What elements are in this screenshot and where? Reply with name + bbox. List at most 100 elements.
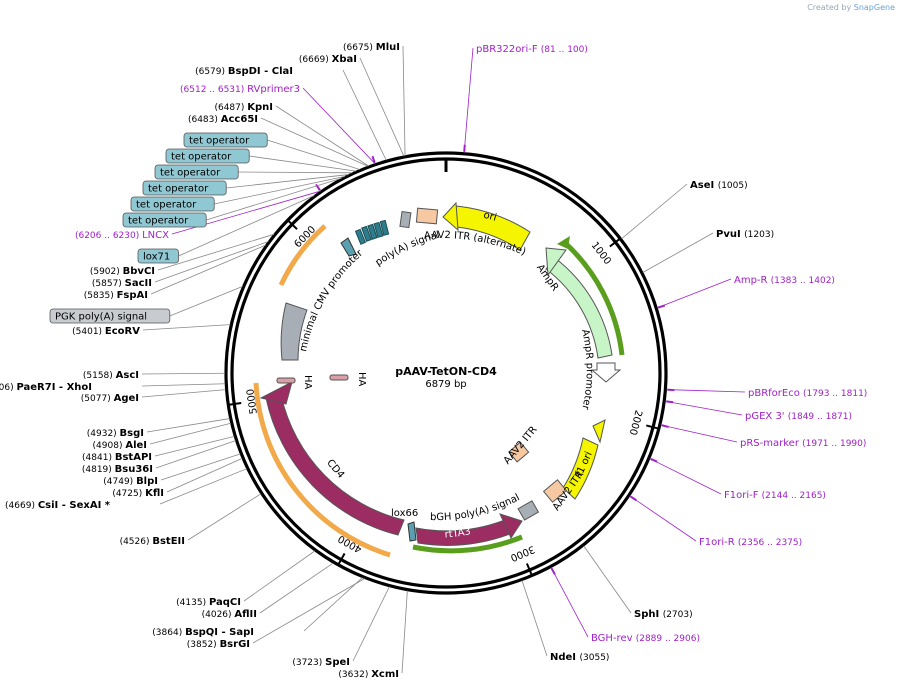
enzyme-position: (4841) xyxy=(82,453,115,463)
primer-bgh-rev-leader xyxy=(550,567,589,638)
enzyme-site-bspqi[interactable]: (3864) BspQI - SapI xyxy=(152,627,254,638)
enzyme-xbai-leader xyxy=(359,57,405,157)
enzyme-site-csii[interactable]: (4669) CsiI - SexAI * xyxy=(5,500,111,511)
boxed-label-tet-operator-4[interactable] xyxy=(142,180,227,196)
enzyme-site-bsteii[interactable]: (4526) BstEII xyxy=(120,536,185,547)
enzyme-site-asci[interactable]: (5158) AscI xyxy=(83,370,139,381)
orf-arrow-top-right-head xyxy=(557,236,570,249)
primer-pbr322ori-f[interactable]: pBR322ori-F (81 .. 100) xyxy=(476,44,588,55)
primer-f1ori-r[interactable]: F1ori-R (2356 .. 2375) xyxy=(699,537,802,548)
boxed-label-tet-operator-1[interactable] xyxy=(183,132,268,148)
primer-name: Amp-R xyxy=(734,275,771,286)
enzyme-name: AflII xyxy=(234,609,257,620)
primer-pgex3[interactable]: pGEX 3' (1849 .. 1871) xyxy=(745,411,852,422)
enzyme-site-kfli[interactable]: (4725) KflI xyxy=(112,488,164,499)
enzyme-site-asei[interactable]: AseI (1005) xyxy=(690,180,748,191)
primer-range: (6512 .. 6531) xyxy=(180,85,247,95)
primer-rvprimer3[interactable]: (6512 .. 6531) RVprimer3 xyxy=(180,84,300,95)
ori-feature xyxy=(455,205,531,251)
primer-pbrforeco[interactable]: pBRforEco (1793 .. 1811) xyxy=(748,388,867,399)
enzyme-kfli-leader xyxy=(166,458,243,493)
enzyme-site-mlui[interactable]: (6675) MluI xyxy=(343,42,400,53)
enzyme-site-sacii[interactable]: (5857) SacII xyxy=(92,278,152,289)
enzyme-site-acc65i[interactable]: (6483) Acc65I xyxy=(188,114,258,125)
primer-amp-r[interactable]: Amp-R (1383 .. 1402) xyxy=(734,275,835,286)
enzyme-site-bsgi[interactable]: (4932) BsgI xyxy=(87,428,144,439)
primer-name: BGH-rev xyxy=(591,633,636,644)
enzyme-agei-leader xyxy=(141,389,226,398)
primer-range: (2356 .. 2375) xyxy=(738,538,802,548)
primer-prs-marker[interactable]: pRS-marker (1971 .. 1990) xyxy=(740,438,866,449)
enzyme-name: AgeI xyxy=(114,393,139,404)
f1-ori-feature xyxy=(562,437,599,500)
enzyme-site-kpni[interactable]: (6487) KpnI xyxy=(214,102,273,113)
enzyme-site-ndei[interactable]: NdeI (3055) xyxy=(550,652,609,663)
enzyme-site-paqci[interactable]: (4135) PaqCI xyxy=(176,597,241,608)
primer-amp-r-leader xyxy=(657,278,732,309)
primer-f1ori-f[interactable]: F1ori-F (2144 .. 2165) xyxy=(724,490,826,501)
enzyme-site-ecorv[interactable]: (5401) EcoRV xyxy=(72,326,140,337)
enzyme-site-pvui[interactable]: PvuI (1203) xyxy=(716,229,774,240)
enzyme-name: BstEII xyxy=(152,536,185,547)
enzyme-name: BsgI xyxy=(120,428,144,439)
primer-lncx[interactable]: (6206 .. 6230) LNCX xyxy=(75,230,169,241)
enzyme-site-xbai[interactable]: (6669) XbaI xyxy=(299,54,357,65)
primer-range: (2144 .. 2165) xyxy=(762,491,826,501)
boxed-label-tet-operator-3[interactable] xyxy=(154,164,239,180)
enzyme-ndei-leader xyxy=(521,580,548,657)
lox71-feature xyxy=(340,237,357,257)
enzyme-site-fspai[interactable]: (5835) FspAI xyxy=(84,290,148,301)
boxed-label-tet-operator-6[interactable] xyxy=(122,212,207,228)
boxed-label-tet-operator-2[interactable] xyxy=(165,148,250,164)
enzyme-position: (5158) xyxy=(83,371,116,381)
enzyme-site-bbvci[interactable]: (5902) BbvCI xyxy=(90,266,155,277)
enzyme-position: (5835) xyxy=(84,291,117,301)
enzyme-position: (4135) xyxy=(176,598,209,608)
enzyme-bsrgi-leader xyxy=(252,578,365,644)
primer-range: (6206 .. 6230) xyxy=(75,231,142,241)
enzyme-asci-leader xyxy=(141,372,226,375)
enzyme-paer7i-leader xyxy=(141,383,226,387)
enzyme-site-spei[interactable]: (3723) SpeI xyxy=(292,657,350,668)
enzyme-name: BbvCI xyxy=(123,266,155,277)
tet-operator-cluster xyxy=(354,219,390,245)
enzyme-name: XcmI xyxy=(371,669,399,680)
enzyme-site-paer7i[interactable]: (5106) PaeR7I - XhoI xyxy=(0,382,92,393)
rtta3-label: rtTA3 xyxy=(444,526,472,540)
enzyme-site-bsu36i[interactable]: (4819) Bsu36I xyxy=(82,464,153,475)
enzyme-name: Bsu36I xyxy=(115,464,153,475)
boxed-label-text: PGK poly(A) signal xyxy=(55,312,147,323)
enzyme-position: (6669) xyxy=(299,55,332,65)
enzyme-site-blpi[interactable]: (4749) BlpI xyxy=(103,476,158,487)
boxed-label-pgk-polya[interactable] xyxy=(49,308,171,324)
aav2-itr-right-feature xyxy=(542,479,568,503)
ha-left-label: HA xyxy=(302,375,313,390)
enzyme-position: (4526) xyxy=(120,537,153,547)
enzyme-sphi-leader xyxy=(583,545,632,614)
tick-mark xyxy=(227,402,242,407)
enzyme-site-bsrgi[interactable]: (3852) BsrGI xyxy=(187,639,250,650)
enzyme-site-bspdi[interactable]: (6579) BspDI - ClaI xyxy=(195,66,293,77)
boxed-label-tet-operator-5[interactable] xyxy=(130,196,215,212)
plasmid-name: pAAV-TetON-CD4 xyxy=(395,365,497,378)
enzyme-site-alei[interactable]: (4908) AleI xyxy=(93,440,147,451)
enzyme-position: (5077) xyxy=(81,394,114,404)
cd4-arrowhead xyxy=(259,381,293,405)
enzyme-site-xcmi[interactable]: (3632) XcmI xyxy=(338,669,399,680)
orf-arrow-top-left xyxy=(278,224,327,287)
minimal-cmv-label: minimal CMV promoter xyxy=(298,247,366,352)
backbone xyxy=(224,151,668,595)
primer-name: F1ori-R xyxy=(699,537,738,548)
boxed-label-lox71[interactable] xyxy=(137,248,179,264)
enzyme-site-agei[interactable]: (5077) AgeI xyxy=(81,393,139,404)
enzyme-site-bstapi[interactable]: (4841) BstAPI xyxy=(82,452,152,463)
box-pgk-polya-leader xyxy=(169,286,243,317)
enzyme-spei-leader xyxy=(352,586,390,662)
enzyme-site-sphi[interactable]: SphI (2703) xyxy=(634,609,693,620)
primer-name: pBR322ori-F xyxy=(476,44,541,55)
aav2-itr-mid-label: AAV2 ITR xyxy=(502,424,540,466)
primer-bgh-rev[interactable]: BGH-rev (2889 .. 2906) xyxy=(591,633,700,644)
enzyme-position: (4932) xyxy=(87,429,120,439)
enzyme-position: (4026) xyxy=(202,610,235,620)
enzyme-site-aflii[interactable]: (4026) AflII xyxy=(202,609,257,620)
